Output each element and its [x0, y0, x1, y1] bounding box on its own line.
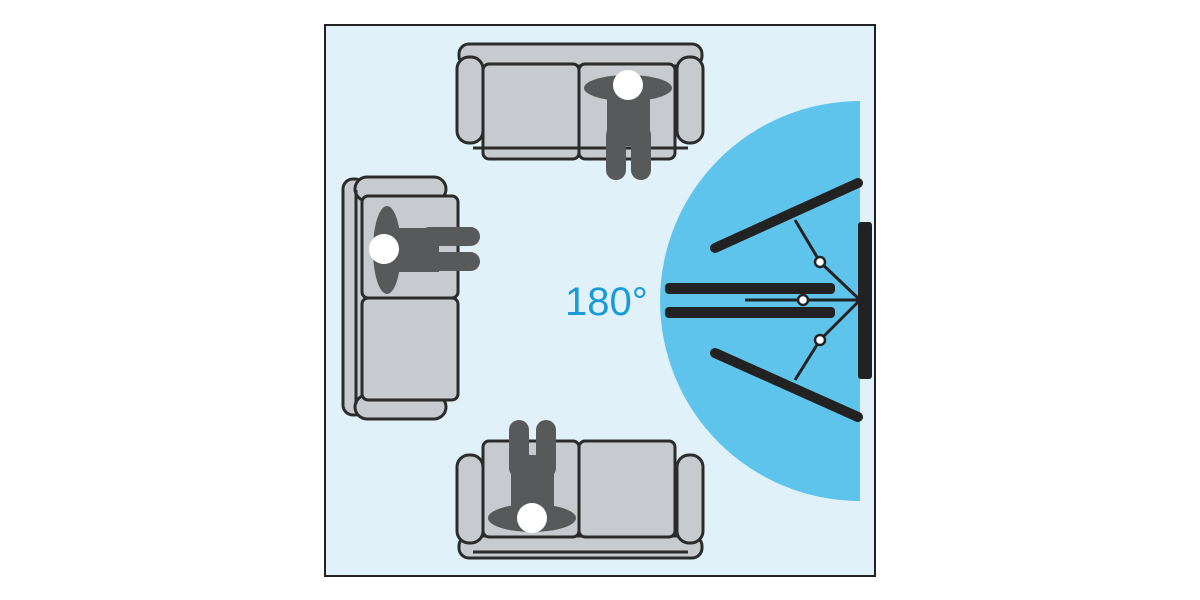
tv-icon-upper: [710, 178, 863, 253]
person-icon-left: [369, 206, 480, 294]
sofa-icon-top: [455, 42, 705, 161]
sofa-icon-left: [341, 175, 460, 421]
tv-icon-lower: [710, 348, 863, 422]
sofa-icon-bottom: [455, 439, 705, 560]
rotation-angle-label: 180°: [565, 280, 648, 324]
tv-icon-center: [665, 283, 835, 294]
person-icon-top: [584, 70, 672, 180]
person-icon-bottom: [488, 420, 576, 533]
wall-mount-icon: [665, 178, 872, 422]
